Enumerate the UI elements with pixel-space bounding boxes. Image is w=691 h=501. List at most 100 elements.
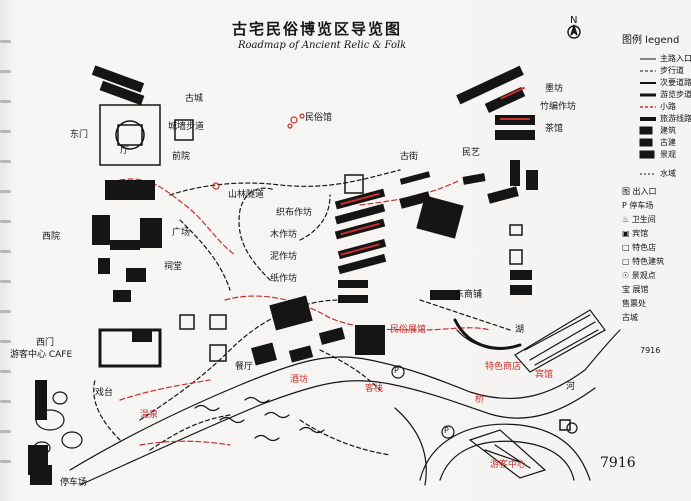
legend-note: 7916 [640,346,661,355]
se-building [468,429,547,479]
legend-item: 主路入口 [660,54,691,63]
flower-marks [212,113,305,190]
binding-mark [0,220,11,223]
label-ink-workshop: 墨坊 [545,84,564,94]
label-ancient-wall: 古城 [185,94,204,104]
label-west-gate: 西门 [36,338,55,348]
legend-item: 图 出入口 [622,187,657,196]
legend-item: ♨ 卫生间 [622,215,656,224]
binding-mark [0,340,11,343]
tour-route [119,178,236,256]
walk-path [169,169,401,196]
label-west-courtyard: 西院 [42,232,61,242]
legend-item: 宝 展馆 [622,285,649,294]
label-east-shop: 东商铺 [455,290,483,300]
wave [194,404,220,412]
legend-item: 建筑 [660,126,676,135]
binding-mark [0,460,11,463]
legend-item: ▢ 特色建筑 [622,257,665,266]
compass-north-label: N [570,15,578,26]
legend-item: 旅游线路 [660,114,691,123]
label-inn: 宾馆 [535,370,554,380]
wave [219,416,245,424]
wave [244,396,270,404]
binding-mark [0,310,11,313]
map-title: 古宅民俗博览区导览图 [232,20,403,38]
binding-mark [0,40,11,43]
red-buildings [340,86,530,256]
binding-mark [0,280,11,283]
legend-item: 水域 [660,169,676,178]
walk-path [299,419,391,456]
binding-mark [0,70,11,73]
label-folk-art: 民艺 [462,148,481,158]
binding-mark [0,370,11,373]
main-road-edge [79,380,596,486]
binding-mark [0,190,11,193]
walk-path [238,187,276,281]
label-visitor-center: 游客中心 [490,460,527,470]
walk-path [149,414,231,451]
pond [61,431,83,449]
parking-p: P [394,366,399,375]
legend-item: 步行道 [660,66,684,75]
legend-item: □ 特色店 [622,243,657,252]
arch-bridge [453,318,522,350]
arch-bridge [456,329,506,350]
legend-item: 景观 [660,150,676,159]
walk-path [319,349,381,391]
label-shops: 特色商店 [485,362,522,372]
label-river: 河 [566,382,576,392]
label-weaving: 织布作坊 [276,208,313,218]
legend-item: 小路 [660,102,676,111]
label-ancestor-hall: 祠堂 [164,262,183,272]
label-bridge: 桥 [475,395,485,405]
walk-path [419,299,511,331]
road-south [394,407,427,486]
legend-item: P 停车场 [622,201,654,210]
legend-swatches [639,58,656,175]
parking-loop [419,423,591,481]
compass-rose [567,23,581,39]
map-subtitle: Roadmap of Ancient Relic & Folk [238,40,407,51]
label-folk-exhibit: 民俗展馆 [390,325,427,335]
label-front-yard: 前院 [172,152,191,162]
label-parking-lot: 停车场 [60,478,88,488]
label-plaza: 广场 [172,228,191,238]
binding-mark [0,430,11,433]
label-bamboo-workshop: 竹编作坊 [540,102,577,112]
walk-path [93,379,121,441]
binding-mark [0,400,11,403]
legend-item: 古建 [660,138,676,147]
parking-loop [439,440,575,481]
legend-item: ▣ 宾馆 [622,229,649,238]
walk-path [299,194,331,241]
tour-route [139,440,231,446]
binding-mark [0,160,11,163]
wave [299,426,325,434]
label-tea-house: 茶馆 [545,124,564,134]
east-building-lines [524,314,599,366]
walk-path [179,219,231,291]
label-wall-walk: 城墙步道 [168,122,205,132]
label-lake: 湖 [515,325,525,335]
label-wine-cellar: 酒坊 [290,375,309,385]
label-hot-spring: 温泉 [140,410,159,420]
wave [254,434,280,442]
parking-marker [441,425,455,439]
legend-item: ☉ 景观点 [622,271,656,280]
legend-item: 游览步道 [660,90,691,99]
east-building [514,309,606,373]
legend-item: 次要道路 [660,78,691,87]
label-hall: 厅 [120,146,130,156]
tour-route [119,379,211,401]
tour-route [359,179,461,206]
label-restaurant: 餐厅 [235,362,254,372]
label-folk-hall: 民俗馆 [305,113,333,123]
legend-item: 古城 [622,313,638,322]
binding-mark [0,250,11,253]
parking-marker [566,422,578,434]
parking-p: P [444,426,449,435]
label-tunnel: 山林隧道 [228,190,265,200]
